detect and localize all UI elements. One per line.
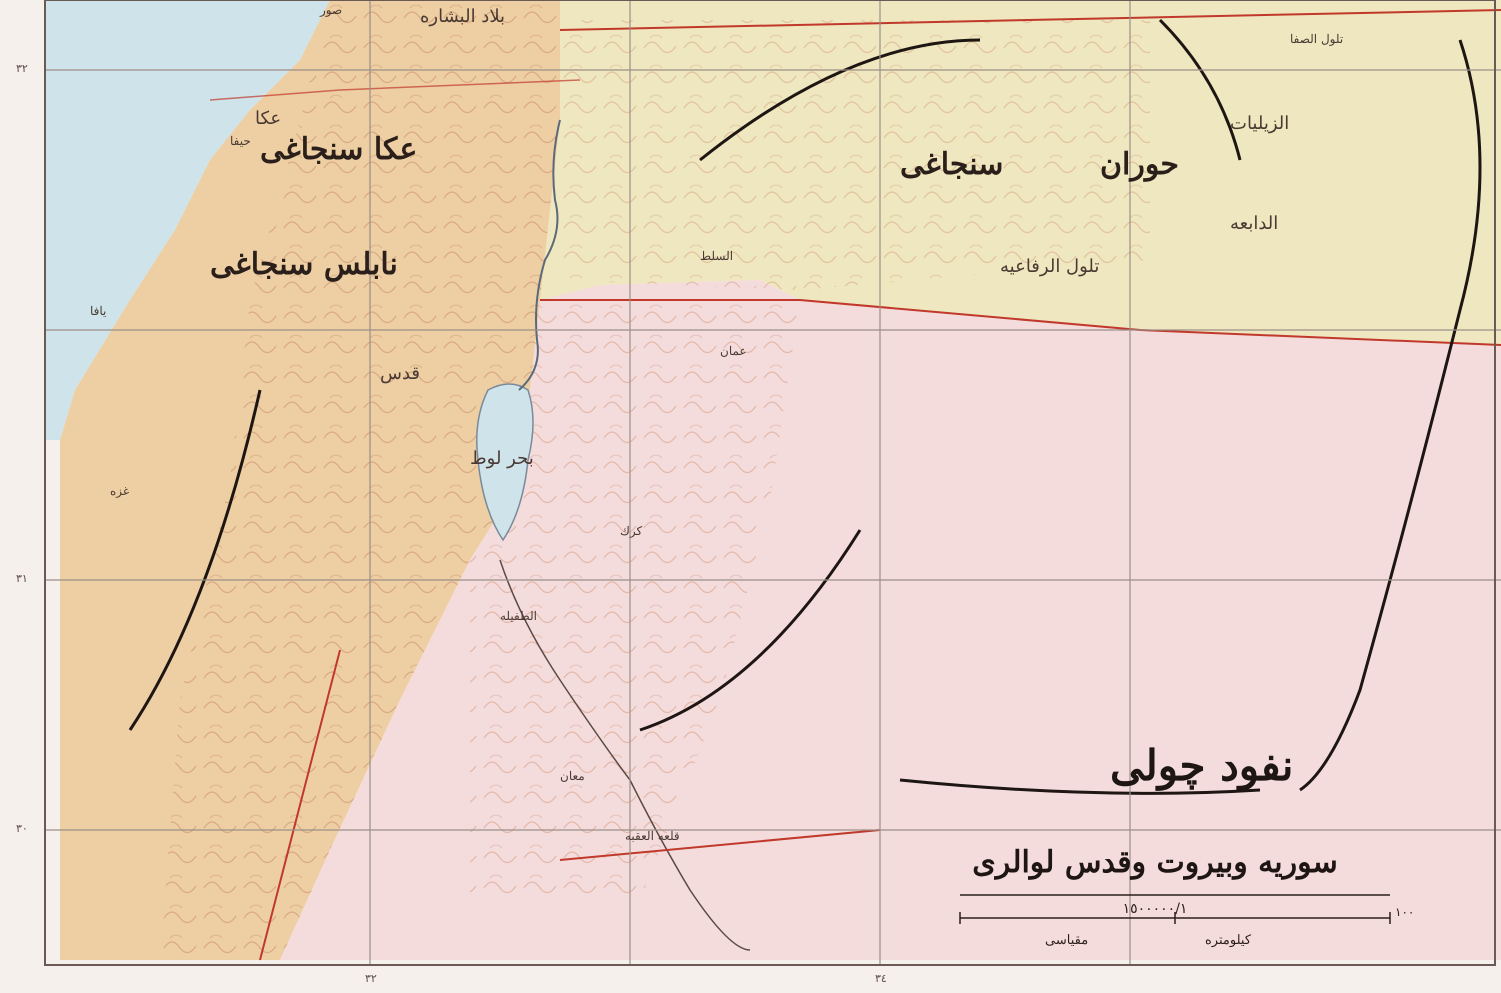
place-label-tulul-safa: تلول الصفا bbox=[1290, 32, 1344, 46]
scale-ratio: ١٥٠٠٠٠٠/١ bbox=[1122, 901, 1188, 917]
grid-label-lat-31: ٣١ bbox=[16, 572, 28, 585]
relief-north bbox=[560, 20, 1150, 290]
place-label-tulul-rifaiya: تلول الرفاعيه bbox=[1000, 256, 1100, 277]
map-frame bbox=[44, 0, 1496, 966]
scale-zero: ١٠٠ bbox=[1395, 905, 1415, 919]
jordan-river bbox=[518, 119, 561, 391]
place-label-hayfa: حيفا bbox=[230, 134, 251, 148]
relief-west bbox=[160, 0, 560, 960]
border-north bbox=[559, 9, 1501, 31]
scale-unit: كيلومتره bbox=[1205, 933, 1252, 948]
grid-label-lat-32: ٣٢ bbox=[16, 62, 28, 75]
place-label-dabia: الدابعه bbox=[1230, 213, 1279, 234]
place-label-bilad-bishara: بلاد البشاره bbox=[420, 6, 506, 27]
relief-east bbox=[470, 300, 800, 900]
place-label-akka: عكا bbox=[255, 108, 282, 129]
region-label-nablus: نابلس سنجاغى bbox=[210, 247, 398, 282]
region-label-hauran: حوران bbox=[1100, 147, 1179, 182]
place-label-bahr-lut: بحر لوط bbox=[470, 448, 534, 469]
map-cartouche: سوريه وبيروت وقدس لوالرى ١٥٠٠٠٠٠/١ كيلوم… bbox=[905, 845, 1425, 965]
tribal-line-east-1 bbox=[1299, 39, 1482, 792]
region-label-akka: عكا سنجاغى bbox=[260, 132, 418, 167]
border-akaba bbox=[559, 829, 881, 861]
border-central bbox=[540, 299, 1501, 346]
place-label-karak: كرك bbox=[620, 524, 643, 538]
place-label-salt: السلط bbox=[700, 249, 734, 263]
place-label-akaba: قلعه العقبه bbox=[625, 829, 680, 843]
region-label-sancak: سنجاغى bbox=[900, 147, 1004, 182]
place-label-yafa: يافا bbox=[90, 304, 107, 318]
sea-region bbox=[45, 0, 330, 440]
tribal-line-east-2 bbox=[1158, 18, 1242, 161]
region-label-quds: قدس bbox=[380, 363, 421, 384]
grid-label-lon-32: ٣٢ bbox=[365, 972, 377, 985]
tribal-line-desert bbox=[899, 778, 1261, 795]
region-label-nefud: نفود چولى bbox=[1110, 741, 1294, 790]
place-label-gaza: غزه bbox=[110, 484, 130, 498]
tribal-line-south bbox=[639, 529, 862, 732]
place-label-amman: عمان bbox=[720, 344, 747, 358]
grid-label-lon-34: ٣٤ bbox=[875, 972, 887, 985]
place-label-maan: معان bbox=[560, 769, 585, 783]
region-label-zilyat: الزيليات bbox=[1230, 113, 1290, 134]
tribal-line-west bbox=[128, 389, 262, 731]
border-sinai bbox=[259, 649, 341, 961]
grid-label-lat-30: ٣٠ bbox=[16, 822, 28, 835]
graticule bbox=[45, 0, 1501, 965]
scale-word: مقياسى bbox=[1045, 933, 1089, 948]
dead-sea-lake bbox=[476, 383, 534, 542]
border-west bbox=[209, 79, 581, 101]
place-label-tafila: الطفيله bbox=[500, 609, 537, 623]
map-title: سوريه وبيروت وقدس لوالرى bbox=[972, 845, 1338, 880]
place-label-sur: صور bbox=[320, 3, 343, 17]
